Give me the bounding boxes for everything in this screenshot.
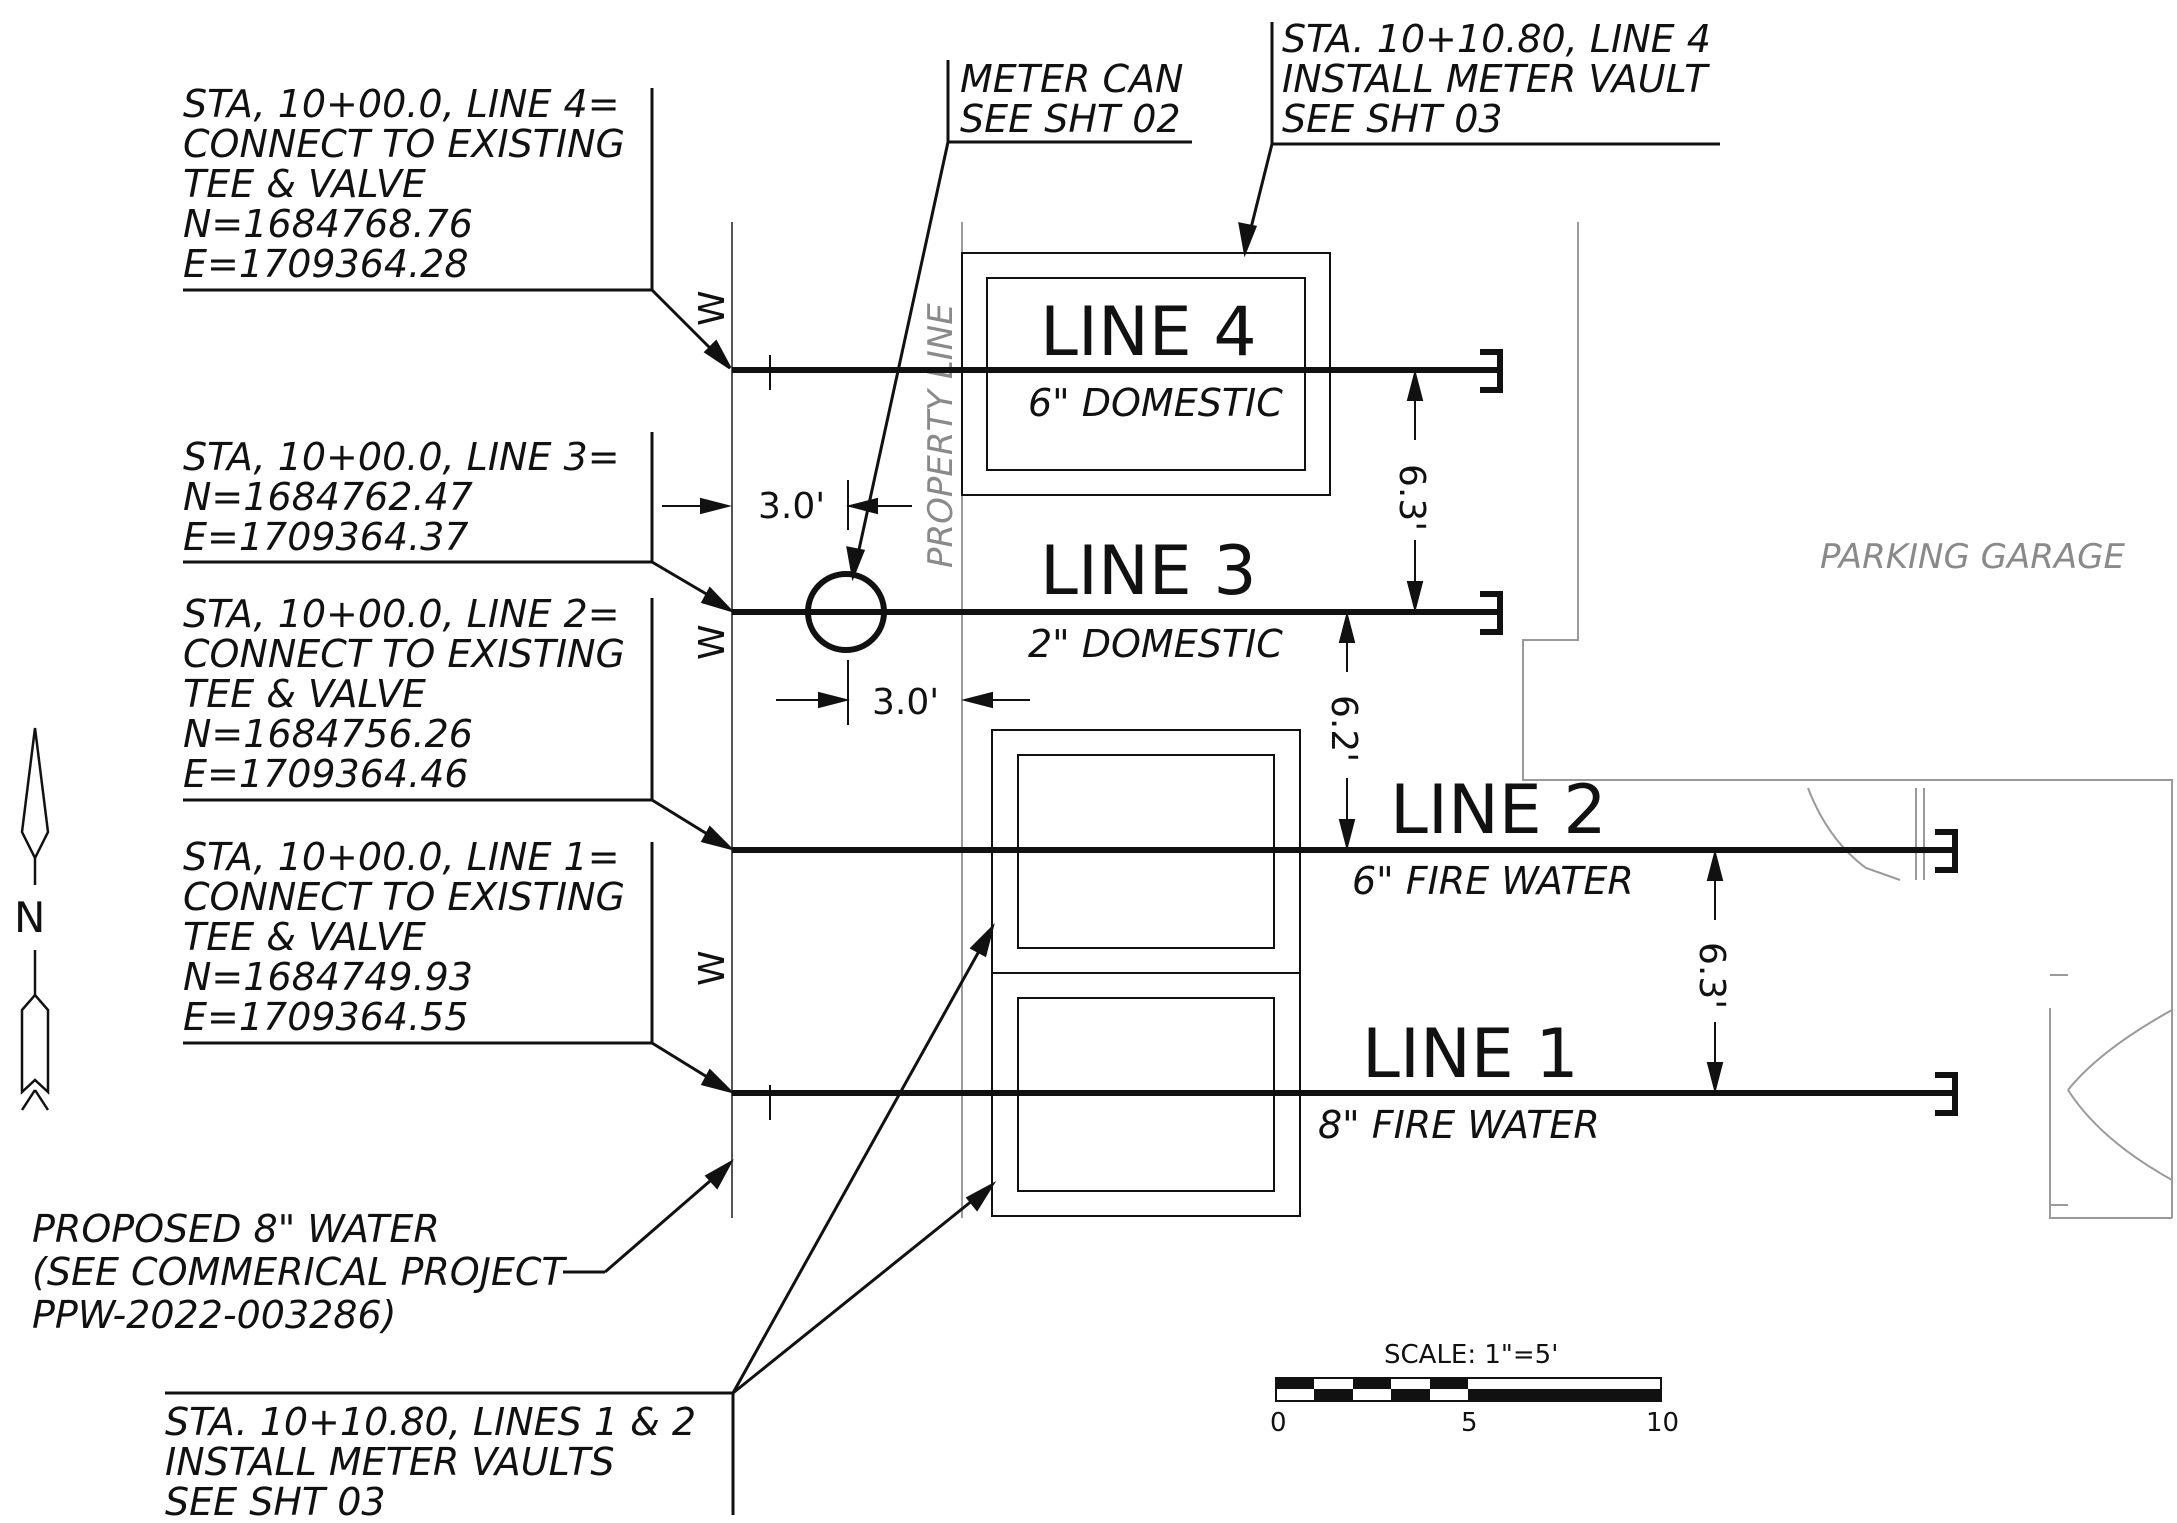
scale-tick-10: 10 <box>1646 1408 1679 1438</box>
north-arrow-icon <box>20 727 50 1111</box>
note-line3-connect: STA, 10+00.0, LINE 3= N=1684762.47 E=170… <box>183 435 632 559</box>
water-marks: W W W <box>692 290 733 986</box>
leader-lines <box>165 22 1720 1515</box>
note-meter-vault-line4: STA. 10+10.80, LINE 4 INSTALL METER VAUL… <box>1282 17 1723 141</box>
line3-desc: 2" DOMESTIC <box>1028 622 1283 666</box>
line2-desc: 6" FIRE WATER <box>1352 859 1634 903</box>
svg-text:W: W <box>692 290 733 326</box>
end-cap-line2 <box>1935 829 1958 873</box>
water-lines <box>732 349 1958 1116</box>
end-cap-line3 <box>1480 591 1503 635</box>
scale-tick-0: 0 <box>1270 1408 1287 1438</box>
dim-meter-bottom: 3.0' <box>872 682 939 723</box>
dim-3-2: 6.2' <box>1323 695 1364 762</box>
scale-bar: SCALE: 1"=5' 0 5 10 <box>1270 1340 1679 1438</box>
note-meter-vaults-1-2: STA. 10+10.80, LINES 1 & 2 INSTALL METER… <box>165 1400 708 1523</box>
dimension-marks <box>662 369 1724 1094</box>
svg-text:W: W <box>692 950 733 986</box>
dim-4-3: 6.3' <box>1391 464 1432 531</box>
line1-label: LINE 1 <box>1362 1015 1579 1094</box>
note-meter-can: METER CAN SEE SHT 02 <box>960 57 1196 141</box>
north-label: N <box>14 893 45 942</box>
building-outline <box>1522 222 2173 1219</box>
note-line2-connect: STA, 10+00.0, LINE 2= CONNECT TO EXISTIN… <box>183 592 637 796</box>
dim-meter-top: 3.0' <box>758 486 825 527</box>
note-line1-connect: STA, 10+00.0, LINE 1= CONNECT TO EXISTIN… <box>183 835 637 1039</box>
line1-desc: 8" FIRE WATER <box>1318 1103 1600 1147</box>
line4-desc: 6" DOMESTIC <box>1028 381 1283 425</box>
line3-label: LINE 3 <box>1040 532 1257 611</box>
meter-vault-line4 <box>961 252 1331 496</box>
line4-label: LINE 4 <box>1040 293 1257 372</box>
end-cap-line4 <box>1480 349 1503 393</box>
property-line-label: PROPERTY LINE <box>921 303 961 568</box>
meter-can <box>805 571 887 653</box>
end-cap-line1 <box>1935 1072 1958 1116</box>
parking-garage-label: PARKING GARAGE <box>1820 537 2125 577</box>
svg-text:W: W <box>692 624 733 660</box>
scale-tick-5: 5 <box>1461 1408 1478 1438</box>
line2-label: LINE 2 <box>1390 771 1607 850</box>
note-proposed-water: PROPOSED 8" WATER (SEE COMMERICAL PROJEC… <box>32 1207 577 1337</box>
note-line4-connect: STA, 10+00.0, LINE 4= CONNECT TO EXISTIN… <box>183 82 637 286</box>
dim-2-1: 6.3' <box>1691 942 1732 1009</box>
scale-title: SCALE: 1"=5' <box>1384 1340 1558 1370</box>
